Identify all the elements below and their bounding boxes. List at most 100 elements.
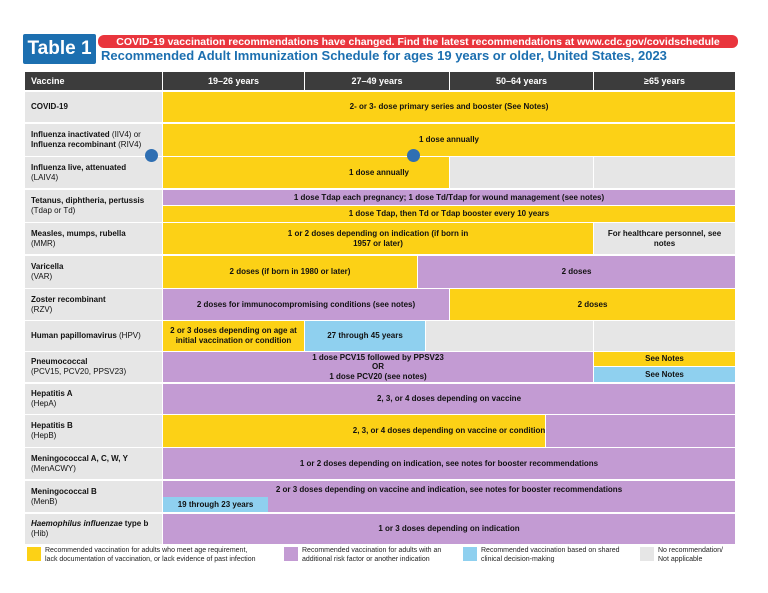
mmr-healthcare-cell: For healthcare personnel, see notes <box>594 223 735 254</box>
pneumococcal-65-notes-cell: See Notes <box>594 352 735 366</box>
row-marker-dot <box>407 149 420 162</box>
hpv-na-50-64 <box>426 321 593 351</box>
vaccine-name: Hepatitis B <box>31 421 73 431</box>
row-label-varicella: Varicella (VAR) <box>25 256 162 288</box>
vaccine-abbrev: (RZV) <box>31 304 53 314</box>
row-label-zoster: Zoster recombinant (RZV) <box>25 289 162 320</box>
legend-text: lack documentation of vaccination, or la… <box>45 556 256 564</box>
vaccine-name: Pneumococcal <box>31 357 88 367</box>
row-label-flu-live: Influenza live, attenuated (LAIV4) <box>25 157 162 188</box>
legend-item-blue: Recommended vaccination based on shared … <box>481 546 631 564</box>
vaccine-abbrev: (HepA) <box>31 399 57 408</box>
row-label-menb: Meningococcal B (MenB) <box>25 481 162 512</box>
mmr-cell: 1 or 2 doses depending on indication (if… <box>163 223 593 254</box>
hepb-label: 2, 3, or 4 doses depending on vaccine or… <box>352 426 546 436</box>
vaccine-abbrev: (Hib) <box>31 529 49 538</box>
column-header-50-64: 50–64 years <box>450 72 593 90</box>
vaccine-abbrev: (MenB) <box>31 496 58 506</box>
row-label-flu-inactivated: Influenza inactivated (IIV4) or Influenz… <box>25 124 162 156</box>
table-label: Table 1 <box>23 34 96 64</box>
hepb-age-cell <box>163 415 545 447</box>
legend-swatch-blue <box>463 547 477 561</box>
row-label-menacwy: Meningococcal A, C, W, Y (MenACWY) <box>25 448 162 479</box>
flu-live-na-65 <box>594 157 735 188</box>
vaccine-name: Hepatitis A <box>31 389 73 399</box>
pneumococcal-line-or: OR <box>372 362 384 372</box>
pneumococcal-line-1: 1 dose PCV15 followed by PPSV23 <box>312 352 444 362</box>
vaccine-name: Tetanus, diphtheria, pertussis <box>31 196 145 206</box>
legend-text: clinical decision-making <box>481 556 555 564</box>
pneumococcal-cell: 1 dose PCV15 followed by PPSV23 OR 1 dos… <box>163 352 593 382</box>
legend-item-purple: Recommended vaccination for adults with … <box>302 546 472 564</box>
covid-cell: 2- or 3- dose primary series and booster… <box>163 92 735 122</box>
alert-banner: COVID-19 vaccination recommendations hav… <box>98 35 738 48</box>
column-header-vaccine: Vaccine <box>25 72 162 90</box>
vaccine-abbrev: (MenACWY) <box>31 463 76 473</box>
legend-text: Recommended vaccination based on shared <box>481 547 620 554</box>
vaccine-name: Meningococcal A, C, W, Y <box>31 453 128 463</box>
vaccine-name: Haemophilus influenzae <box>31 519 123 529</box>
vaccine-abbrev: (RIV4) <box>115 140 142 149</box>
flu-live-cell: 1 dose annually <box>163 157 449 188</box>
row-label-hepa: Hepatitis A (HepA) <box>25 384 162 414</box>
varicella-risk-cell: 2 doses <box>418 256 735 288</box>
hpv-shared-decision-cell: 27 through 45 years <box>305 321 425 351</box>
zoster-cell: 2 doses <box>450 289 735 320</box>
vaccine-name: Influenza live, attenuated <box>31 162 127 172</box>
vaccine-name: Influenza inactivated <box>31 130 110 140</box>
hepb-risk-cell <box>546 415 735 447</box>
vaccine-abbrev: (Tdap or Td) <box>31 206 76 215</box>
hib-cell: 1 or 3 doses depending on indication <box>163 514 735 544</box>
row-label-mmr: Measles, mumps, rubella (MMR) <box>25 223 162 254</box>
zoster-immunocompromised-cell: 2 doses for immunocompromising condition… <box>163 289 449 320</box>
vaccine-name: Zoster recombinant <box>31 294 106 304</box>
legend-item-gray: No recommendation/ Not applicable <box>658 546 748 564</box>
vaccine-name: Varicella <box>31 262 64 272</box>
pneumococcal-65-shared-cell: See Notes <box>594 367 735 382</box>
varicella-cell: 2 doses (if born in 1980 or later) <box>163 256 417 288</box>
legend-item-yellow: Recommended vaccination for adults who m… <box>45 546 275 564</box>
row-label-tdap: Tetanus, diphtheria, pertussis (Tdap or … <box>25 190 162 222</box>
hpv-cell: 2 or 3 doses depending on age at initial… <box>163 321 304 351</box>
vaccine-name: Human papillomavirus <box>31 331 117 341</box>
column-header-19-26: 19–26 years <box>163 72 304 90</box>
legend-text: Recommended vaccination for adults with … <box>302 547 442 554</box>
row-label-hib: Haemophilus influenzae type b (Hib) <box>25 514 162 544</box>
flu-live-na-50-64 <box>450 157 593 188</box>
row-label-pneumococcal: Pneumococcal (PCV15, PCV20, PPSV23) <box>25 352 162 382</box>
tdap-pregnancy-cell: 1 dose Tdap each pregnancy; 1 dose Td/Td… <box>163 190 735 205</box>
hpv-na-65 <box>594 321 735 351</box>
vaccine-abbrev: (PCV15, PCV20, PPSV23) <box>31 367 127 376</box>
row-label-hepb: Hepatitis B (HepB) <box>25 415 162 447</box>
vaccine-name: COVID-19 <box>31 102 68 112</box>
vaccine-abbrev: (MMR) <box>31 238 56 248</box>
vaccine-abbrev: (HepB) <box>31 431 57 440</box>
legend-swatch-gray <box>640 547 654 561</box>
legend-swatch-purple <box>284 547 298 561</box>
vaccine-abbrev: (VAR) <box>31 272 53 281</box>
vaccine-name: Measles, mumps, rubella <box>31 228 126 238</box>
legend-text: Not applicable <box>658 556 703 564</box>
age-divider-dashed-line <box>163 156 735 157</box>
row-marker-dot <box>145 149 158 162</box>
legend-text: Recommended vaccination for adults who m… <box>45 547 248 554</box>
menb-shared-decision-cell: 19 through 23 years <box>163 497 268 512</box>
pneumococcal-line-2: 1 dose PCV20 (see notes) <box>329 371 427 381</box>
legend-text: additional risk factor or another indica… <box>302 556 430 564</box>
page-title: Recommended Adult Immunization Schedule … <box>101 48 667 63</box>
tdap-booster-cell: 1 dose Tdap, then Td or Tdap booster eve… <box>163 206 735 222</box>
legend-swatch-yellow <box>27 547 41 561</box>
menacwy-cell: 1 or 2 doses depending on indication, se… <box>163 448 735 479</box>
column-header-27-49: 27–49 years <box>305 72 449 90</box>
vaccine-name-suffix: type b <box>122 519 149 529</box>
flu-inactivated-cell: 1 dose annually <box>163 124 735 156</box>
hepa-cell: 2, 3, or 4 doses depending on vaccine <box>163 384 735 414</box>
vaccine-name: Meningococcal B <box>31 486 97 496</box>
vaccine-abbrev: (IIV4) or <box>109 130 141 140</box>
vaccine-name: Influenza recombinant <box>31 140 116 149</box>
row-label-hpv: Human papillomavirus (HPV) <box>25 321 162 351</box>
vaccine-abbrev: (HPV) <box>116 331 141 341</box>
column-header-65: ≥65 years <box>594 72 735 90</box>
row-label-covid: COVID-19 <box>25 92 162 122</box>
legend-text: No recommendation/ <box>658 547 723 554</box>
